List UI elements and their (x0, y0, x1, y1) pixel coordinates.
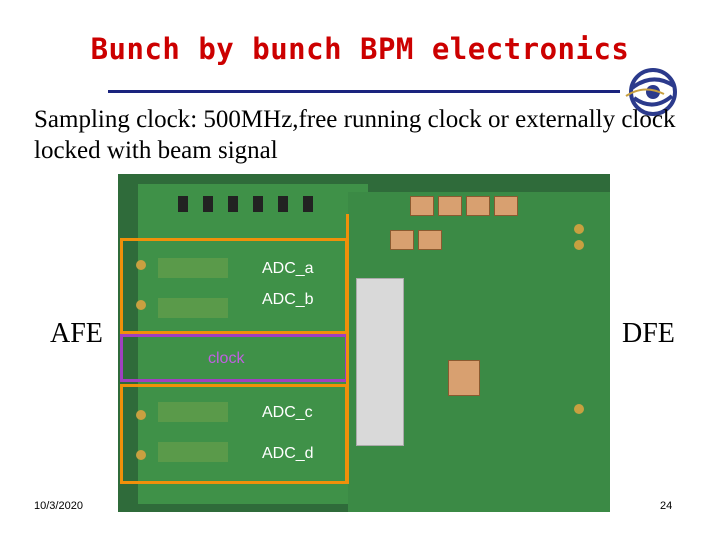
heatsink (390, 230, 414, 250)
clock-label: clock (208, 350, 245, 367)
sma-connector (136, 410, 146, 420)
component (228, 196, 238, 212)
page-number: 24 (660, 500, 673, 512)
adc-cd-highlight-box (120, 384, 348, 484)
component (303, 196, 313, 212)
channel-module (158, 402, 228, 422)
slide-subtitle: Sampling clock: 500MHz,free running cloc… (34, 106, 676, 164)
sma-connector (136, 450, 146, 460)
title-underline (108, 90, 620, 93)
adc-ab-highlight-box (120, 238, 348, 334)
dfe-label: DFE (622, 318, 675, 349)
adc-b-label: ADC_b (262, 291, 314, 308)
divider-line (346, 214, 350, 484)
sma-connector (574, 224, 584, 234)
heatsink (438, 196, 462, 216)
backplane-connector (356, 278, 404, 446)
channel-module (158, 442, 228, 462)
footer-date: 10/3/2020 (34, 500, 83, 512)
component (203, 196, 213, 212)
sma-connector (136, 260, 146, 270)
component (178, 196, 188, 212)
heatsink (410, 196, 434, 216)
channel-module (158, 298, 228, 318)
channel-module (158, 258, 228, 278)
component (253, 196, 263, 212)
component (278, 196, 288, 212)
institute-logo-icon (625, 68, 677, 116)
heatsink (466, 196, 490, 216)
sma-connector (136, 300, 146, 310)
sma-connector (574, 404, 584, 414)
sma-connector (574, 240, 584, 250)
slide-title: Bunch by bunch BPM electronics (90, 32, 630, 66)
heatsink (448, 360, 480, 396)
heatsink (418, 230, 442, 250)
electronics-board-photo: ADC_a ADC_b clock ADC_c ADC_d (118, 174, 610, 512)
heatsink (494, 196, 518, 216)
adc-c-label: ADC_c (262, 404, 313, 421)
adc-d-label: ADC_d (262, 445, 314, 462)
afe-label: AFE (50, 318, 103, 349)
adc-a-label: ADC_a (262, 260, 314, 277)
